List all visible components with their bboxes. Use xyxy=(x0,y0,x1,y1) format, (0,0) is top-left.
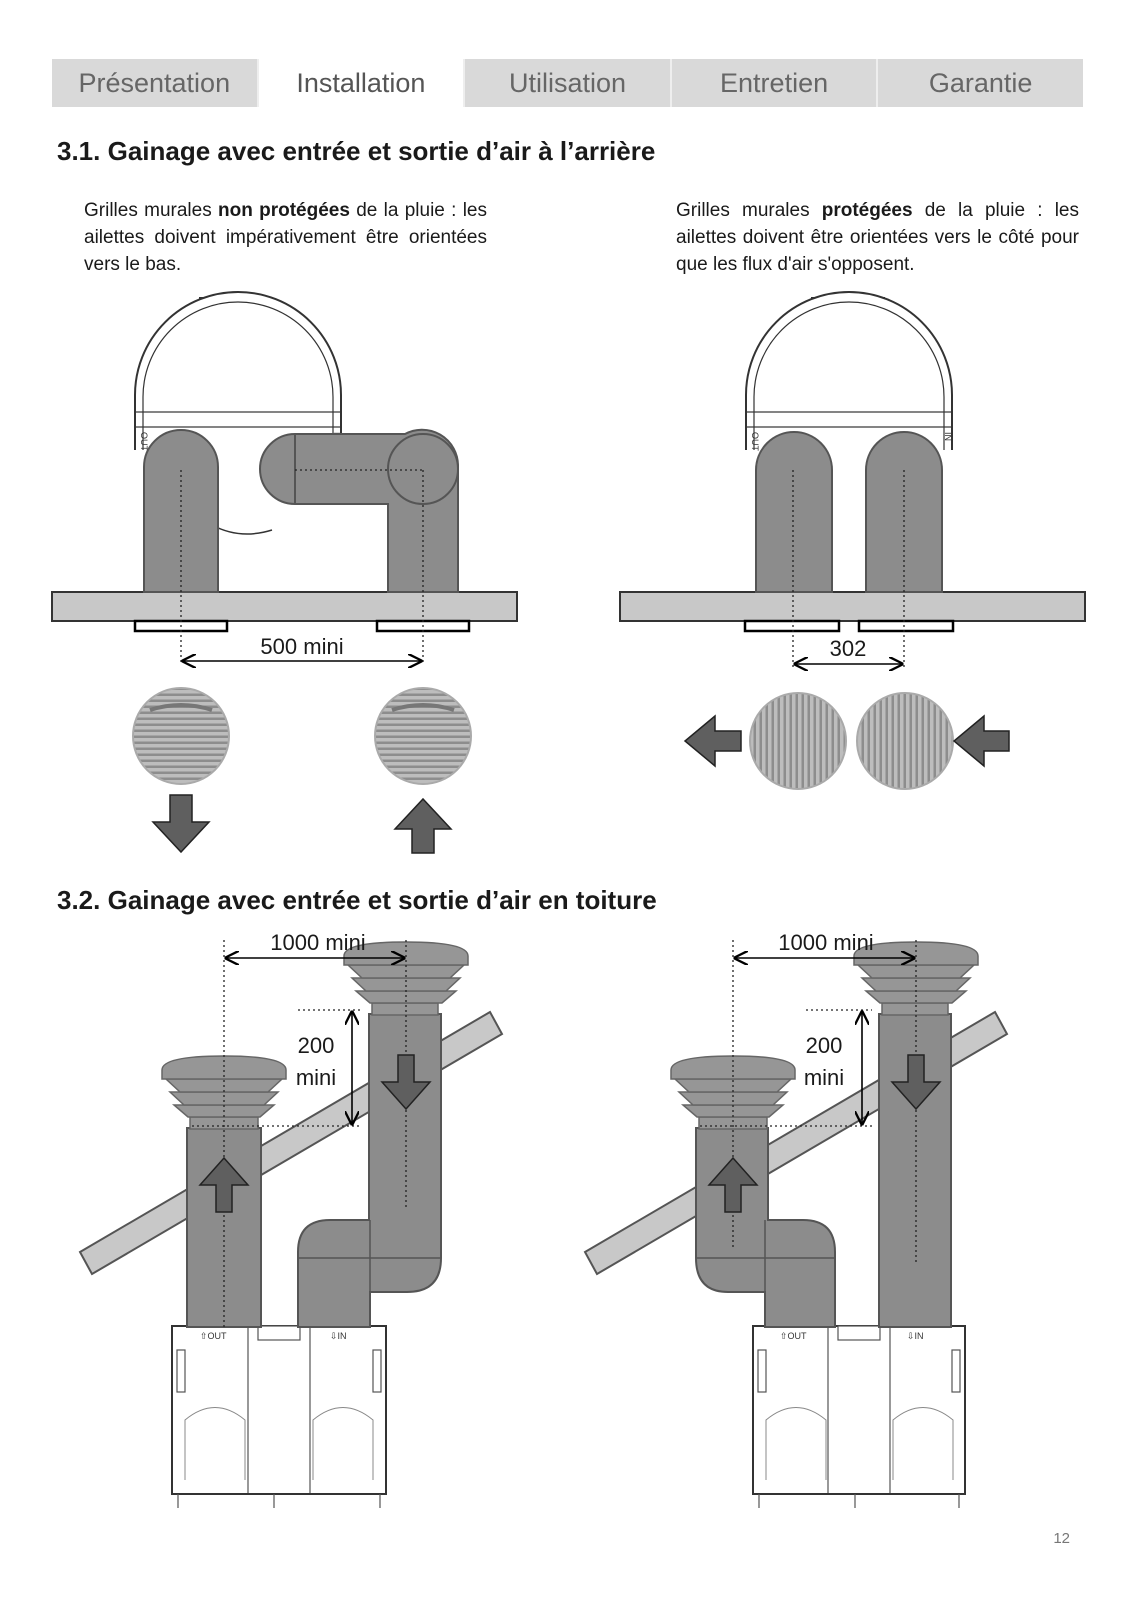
arrow-down-icon xyxy=(380,1054,432,1111)
ventilation-unit: OUT IN xyxy=(745,291,953,452)
note-unprotected-grilles: Grilles murales non protégées de la plui… xyxy=(84,197,487,278)
note-prefix: Grilles murales xyxy=(84,200,218,221)
arrow-up-icon xyxy=(707,1156,759,1213)
diagram-rear-unprotected: OUT IN 500 mini xyxy=(51,291,518,854)
arrow-down-icon xyxy=(890,1054,942,1111)
note-protected-grilles: Grilles murales protégées de la pluie : … xyxy=(676,197,1079,278)
note-bold: protégées xyxy=(821,200,913,221)
section-3-2-title: 3.2. Gainage avec entrée et sortie d’air… xyxy=(57,885,657,915)
roof-cap xyxy=(853,941,979,1016)
tab-garantie[interactable]: Garantie xyxy=(878,59,1083,107)
ventilation-unit: ⇧OUT ⇩IN xyxy=(752,1325,966,1508)
unit-out-label: ⇧OUT xyxy=(780,1331,807,1341)
ventilation-unit: ⇧OUT ⇩IN xyxy=(171,1325,387,1508)
unit-in-label: ⇩IN xyxy=(907,1331,924,1341)
arrow-up-icon xyxy=(393,797,453,854)
diagram-roof-right: ⇧OUT ⇩IN 1000 m xyxy=(583,930,1009,1508)
roof-cap xyxy=(670,1055,796,1130)
note-bold: non protégées xyxy=(218,200,350,221)
wall-grille-icon xyxy=(856,692,954,790)
dimension-value: 200 xyxy=(806,1033,843,1058)
unit-out-label: OUT xyxy=(750,432,760,452)
wall xyxy=(51,591,518,622)
tab-utilisation[interactable]: Utilisation xyxy=(465,59,672,107)
arrow-left-icon xyxy=(683,714,742,768)
dimension-label: 1000 mini xyxy=(778,930,873,955)
dimension-label: 302 xyxy=(830,636,867,661)
wall-grille-out xyxy=(743,619,841,633)
diagram-rear-protected: OUT IN 302 xyxy=(619,291,1086,790)
note-suffix: de la pluie : les ailettes doivent impér… xyxy=(84,200,487,275)
page-number: 12 xyxy=(1053,1530,1070,1547)
diagram-roof-left: ⇧OUT ⇩IN 1000 m xyxy=(78,930,504,1508)
unit-in-label: IN xyxy=(943,432,953,441)
dimension-label: 500 mini xyxy=(260,634,343,659)
dimension-unit: mini xyxy=(296,1065,336,1090)
note-suffix: de la pluie : les ailettes doivent être … xyxy=(676,200,1079,275)
note-prefix: Grilles murales xyxy=(676,200,822,221)
arrow-up-icon xyxy=(198,1156,250,1213)
wall-grille-icon xyxy=(749,692,847,790)
section-3-1-title: 3.1. Gainage avec entrée et sortie d’air… xyxy=(57,136,656,166)
wall-grille-in xyxy=(857,619,955,633)
tab-presentation[interactable]: Présentation xyxy=(52,59,259,107)
tab-entretien[interactable]: Entretien xyxy=(671,59,879,107)
arrow-down-icon xyxy=(151,794,211,854)
dimension-label: 1000 mini xyxy=(270,930,365,955)
unit-in-label: ⇩IN xyxy=(330,1331,347,1341)
tab-installation[interactable]: Installation xyxy=(258,59,466,107)
unit-out-label: OUT xyxy=(139,432,149,452)
wall-grille-icon xyxy=(132,687,230,785)
roof-cap xyxy=(161,1055,287,1130)
wall-grille-icon xyxy=(374,687,472,785)
tab-bar: Présentation Installation Utilisation En… xyxy=(52,59,1083,107)
arrow-left-icon xyxy=(952,714,1010,768)
duct-out xyxy=(755,431,833,593)
dimension-unit: mini xyxy=(804,1065,844,1090)
ventilation-unit: OUT IN xyxy=(134,291,342,535)
dimension-value: 200 xyxy=(298,1033,335,1058)
unit-out-label: ⇧OUT xyxy=(200,1331,227,1341)
wall xyxy=(619,591,1086,622)
